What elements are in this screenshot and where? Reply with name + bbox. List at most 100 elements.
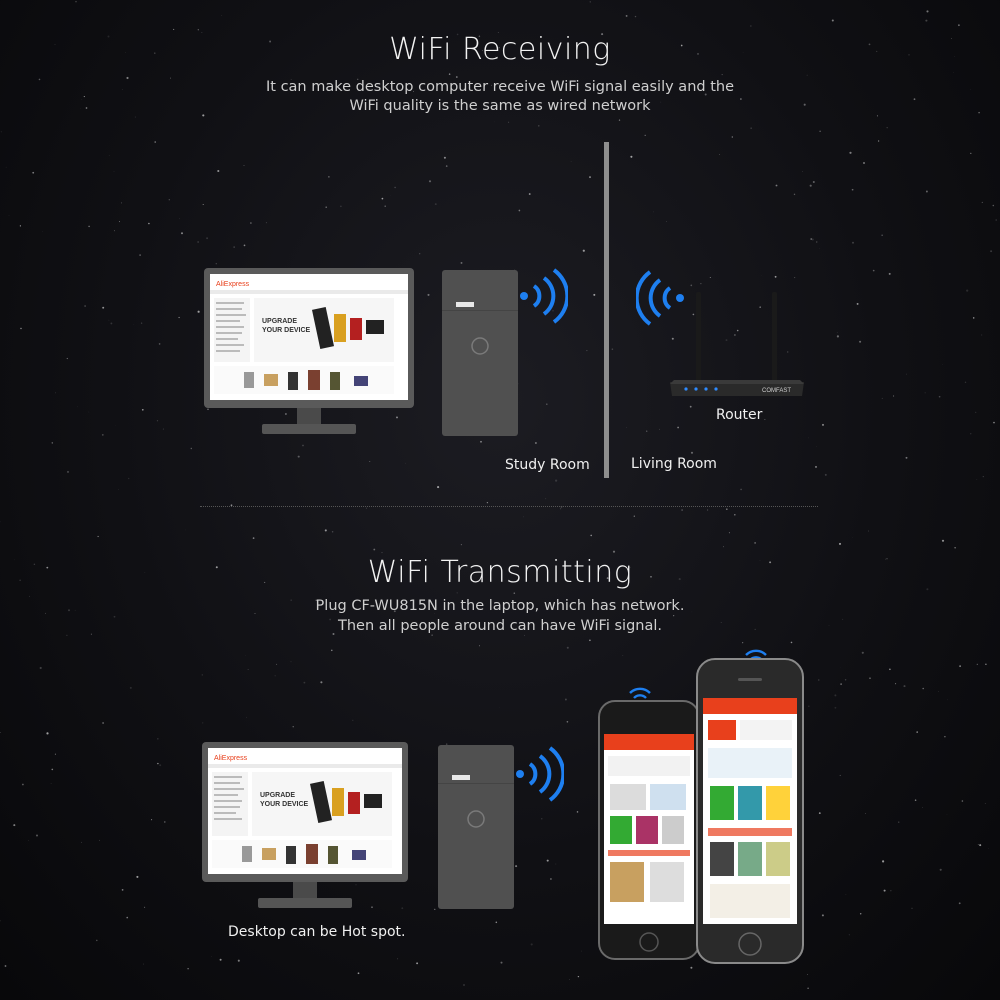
star <box>925 190 928 193</box>
star <box>497 32 499 33</box>
star <box>552 310 554 312</box>
star <box>445 165 448 167</box>
star <box>790 641 793 644</box>
star <box>671 337 674 340</box>
star <box>806 74 808 76</box>
star <box>828 625 830 626</box>
star <box>981 201 983 203</box>
star <box>970 152 972 155</box>
star <box>101 434 104 436</box>
star <box>977 844 979 845</box>
star <box>589 176 591 179</box>
star <box>206 237 209 240</box>
star <box>413 90 414 92</box>
star <box>427 293 430 296</box>
star <box>665 221 667 222</box>
star <box>518 209 521 212</box>
star <box>190 447 193 450</box>
star <box>984 803 986 804</box>
star <box>215 566 218 569</box>
star <box>170 77 171 79</box>
star <box>807 974 808 975</box>
star <box>66 470 70 473</box>
star <box>541 818 543 820</box>
star <box>886 127 888 129</box>
star <box>136 875 139 878</box>
star <box>154 52 156 54</box>
star <box>332 633 335 635</box>
star <box>19 225 22 227</box>
star <box>975 411 977 414</box>
star <box>754 628 756 630</box>
star <box>995 219 997 221</box>
star <box>264 581 266 583</box>
star <box>530 943 533 946</box>
star <box>211 956 212 957</box>
star <box>230 504 233 507</box>
svg-text:UPGRADE: UPGRADE <box>260 792 295 799</box>
star <box>294 86 296 88</box>
star <box>889 668 891 671</box>
star <box>129 686 132 689</box>
star <box>134 116 136 118</box>
star <box>50 783 52 784</box>
star <box>589 1 591 3</box>
star <box>297 455 300 458</box>
star <box>570 161 572 162</box>
star <box>545 498 547 500</box>
router-label: Router <box>716 407 763 423</box>
star <box>302 444 304 447</box>
star <box>750 127 752 129</box>
star <box>816 241 818 243</box>
desktop-monitor-transmitting: AliExpress UPGRADE YOUR DEVICE <box>202 742 408 908</box>
star <box>269 40 272 43</box>
star <box>663 608 665 610</box>
star <box>148 222 150 225</box>
star <box>905 373 907 375</box>
star <box>978 111 980 114</box>
star <box>508 121 510 123</box>
star <box>99 839 100 841</box>
star <box>725 339 728 342</box>
star <box>431 634 433 636</box>
star <box>85 107 88 109</box>
star <box>157 762 159 765</box>
star <box>456 592 458 594</box>
star <box>207 408 209 411</box>
star <box>890 890 892 892</box>
star <box>118 221 121 223</box>
star <box>197 310 200 313</box>
star <box>990 250 993 253</box>
star <box>898 821 900 823</box>
star <box>633 515 635 517</box>
star <box>886 558 888 560</box>
star <box>774 275 777 278</box>
star <box>154 141 156 143</box>
star <box>869 677 871 679</box>
star <box>937 690 939 692</box>
star <box>546 403 548 405</box>
star <box>486 501 489 504</box>
star <box>555 479 558 482</box>
star <box>201 674 203 676</box>
star <box>352 719 354 722</box>
star <box>500 961 503 964</box>
star <box>740 488 742 491</box>
star <box>740 98 742 100</box>
star <box>5 166 7 168</box>
star <box>754 542 756 544</box>
star <box>28 595 30 597</box>
star <box>859 913 862 915</box>
star <box>630 155 633 158</box>
star <box>144 572 146 573</box>
star <box>786 351 789 353</box>
star <box>593 293 596 296</box>
star <box>959 665 961 667</box>
star <box>803 103 806 106</box>
star <box>836 331 838 333</box>
star <box>926 588 929 591</box>
star <box>13 824 16 827</box>
star <box>74 609 76 611</box>
star <box>926 10 929 13</box>
star <box>731 136 733 138</box>
